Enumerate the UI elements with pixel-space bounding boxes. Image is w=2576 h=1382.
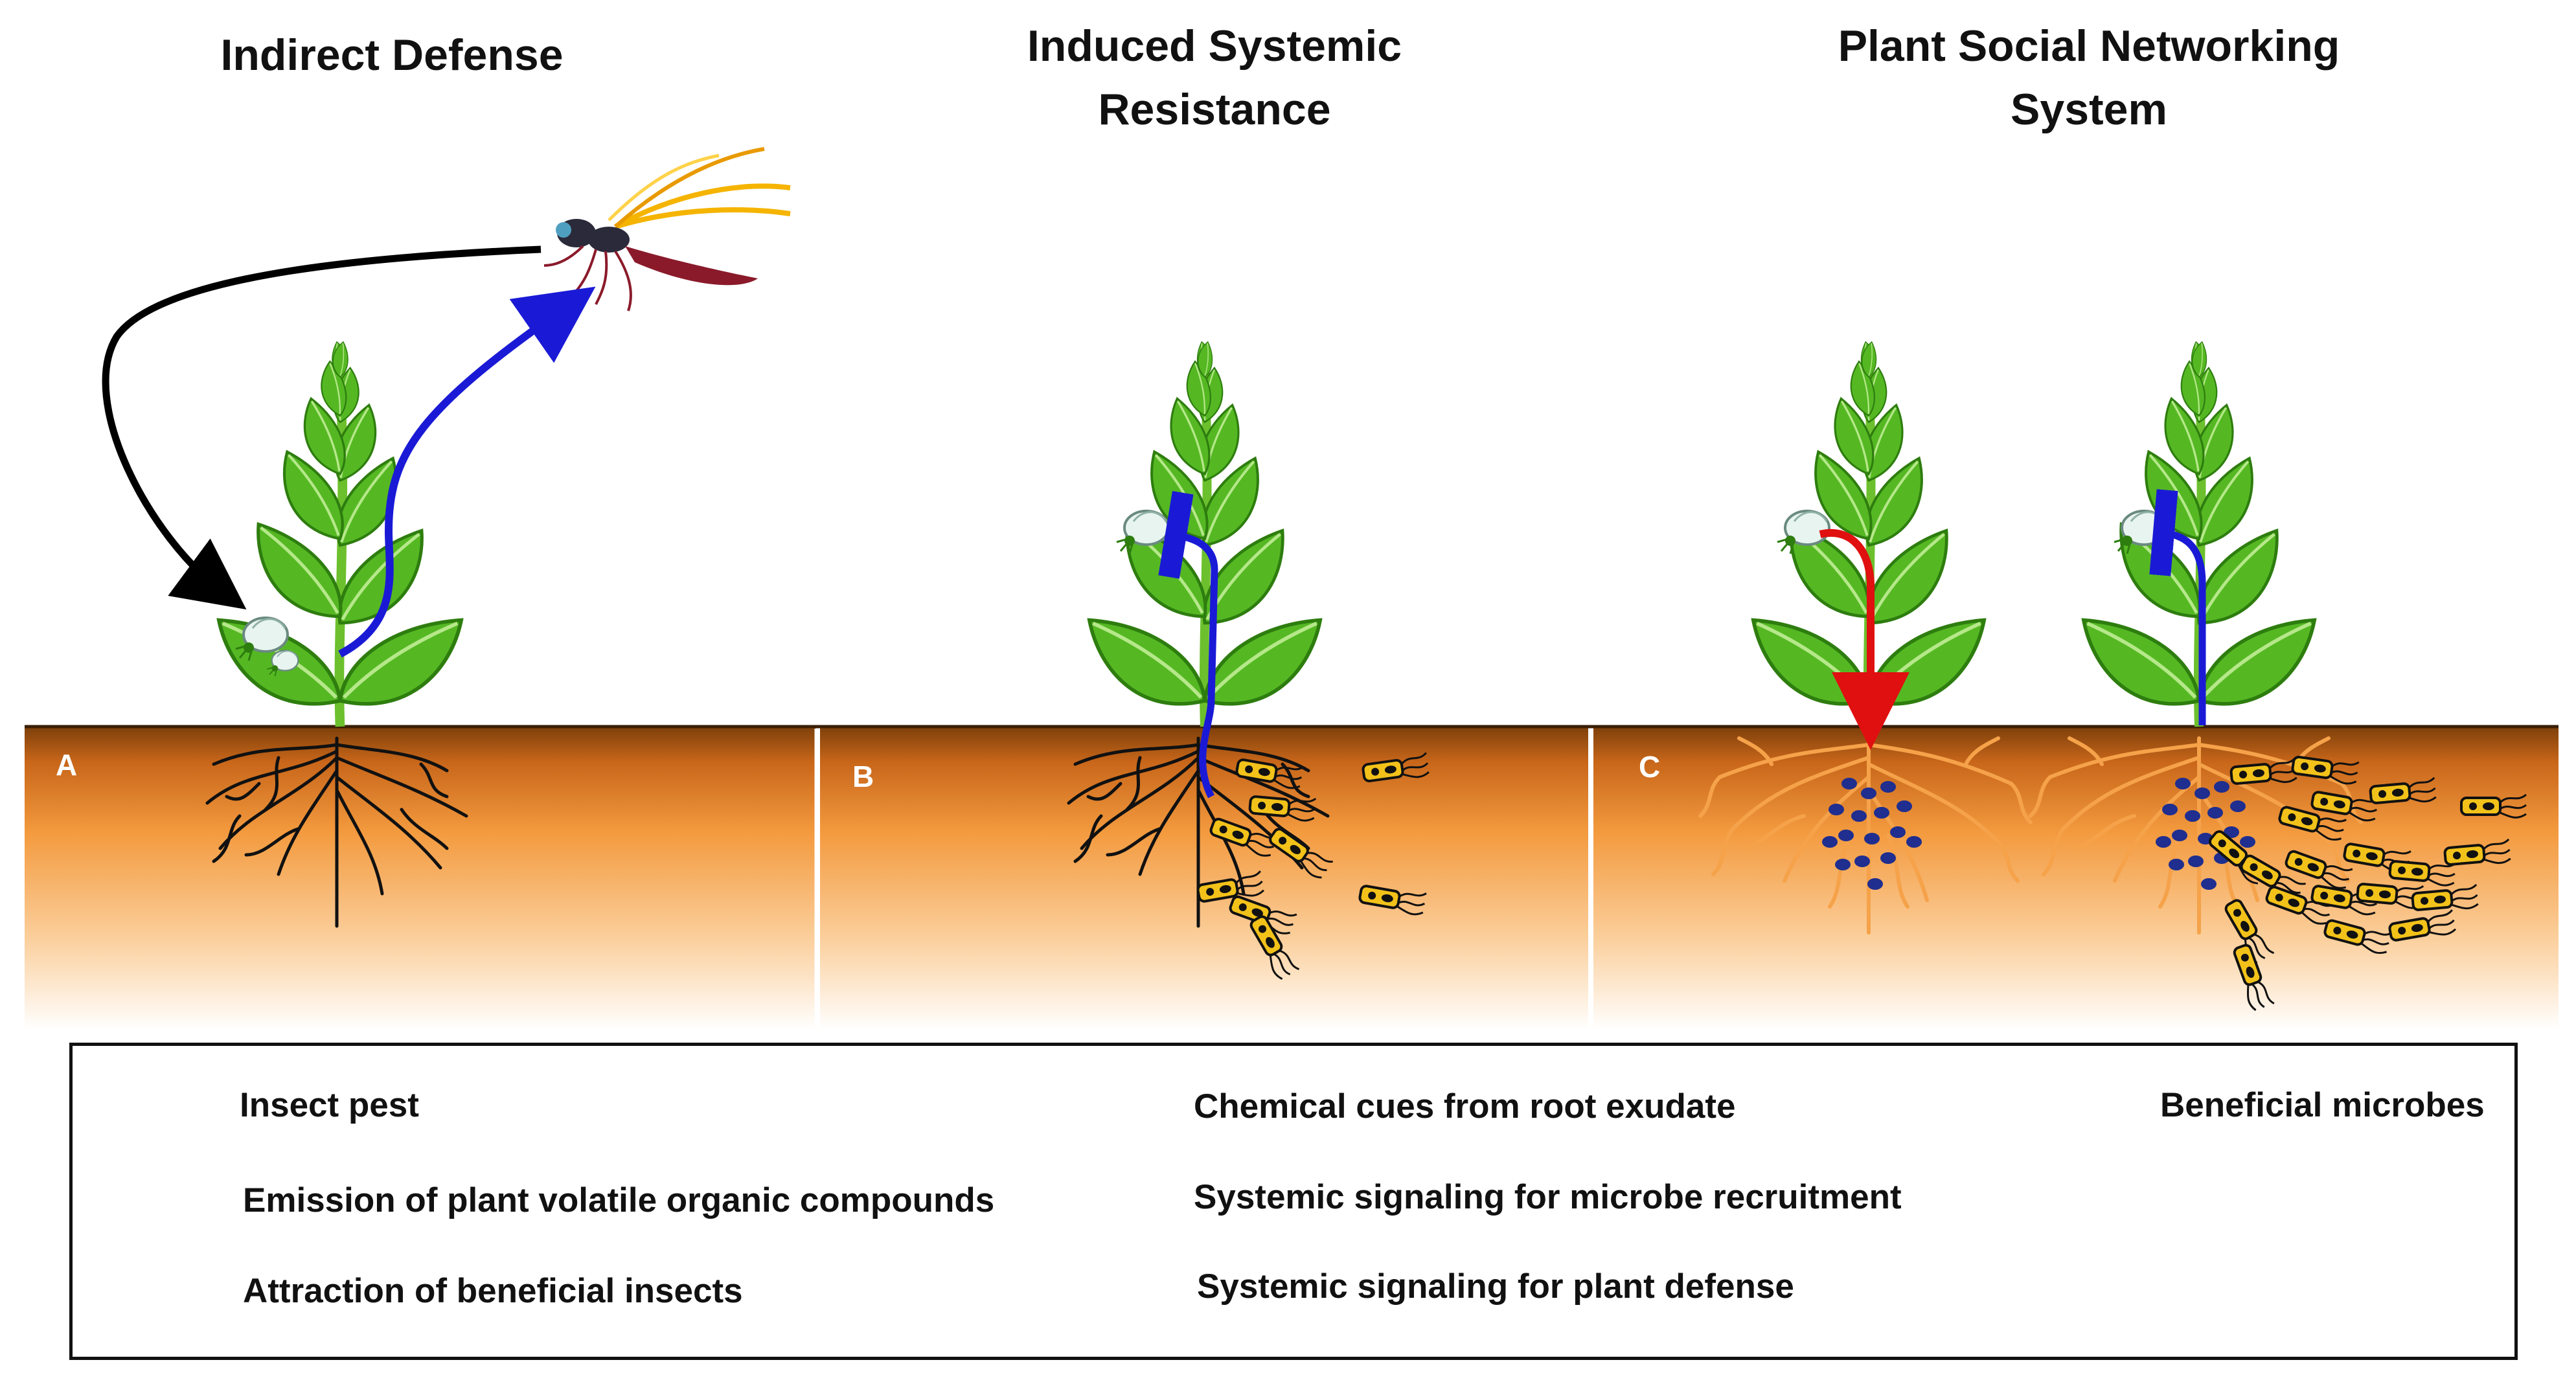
voc-emission-arrow <box>338 286 596 658</box>
panel-a-label: A <box>56 748 78 782</box>
panel-b-title-line-2: Resistance <box>1098 85 1331 134</box>
legend-voc-label: Emission of plant volatile organic compo… <box>243 1181 995 1219</box>
panel-a-title: Indirect Defense <box>168 23 615 87</box>
legend-attraction-label: Attraction of beneficial insects <box>243 1272 743 1310</box>
panel-c-title-line-2: System <box>2011 85 2167 134</box>
panel-c-title: Plant Social Networking System <box>1749 14 2429 141</box>
panel-b-title-line-1: Induced Systemic <box>1027 21 1402 71</box>
panel-c-title-line-1: Plant Social Networking <box>1838 21 2340 71</box>
legend-recruitment-label: Systemic signaling for microbe recruitme… <box>1194 1178 1902 1216</box>
legend-exudate-label: Chemical cues from root exudate <box>1194 1087 1736 1126</box>
legend-defense-label: Systemic signaling for plant defense <box>1197 1267 1794 1306</box>
attraction-arrow <box>102 245 541 610</box>
panel-b-defense-arrow <box>1158 491 1218 799</box>
panel-a-title-line-1: Indirect Defense <box>220 30 564 80</box>
panel-b-title: Induced Systemic Resistance <box>939 14 1490 141</box>
panel-c-label: C <box>1639 750 1661 784</box>
soil-strip-a <box>25 725 816 1030</box>
legend-insect-pest-label: Insect pest <box>240 1086 419 1124</box>
panel-a-plant <box>199 341 480 727</box>
panel-c-recruitment-arrow <box>1819 528 1909 750</box>
panel-c-defense-arrow <box>2149 489 2206 725</box>
panel-a-wasp <box>544 149 790 311</box>
legend-microbes-label: Beneficial microbes <box>2160 1086 2485 1124</box>
panel-b-label: B <box>852 760 874 793</box>
panel-b-plant <box>1071 341 1338 727</box>
legend-box <box>69 1043 2518 1360</box>
